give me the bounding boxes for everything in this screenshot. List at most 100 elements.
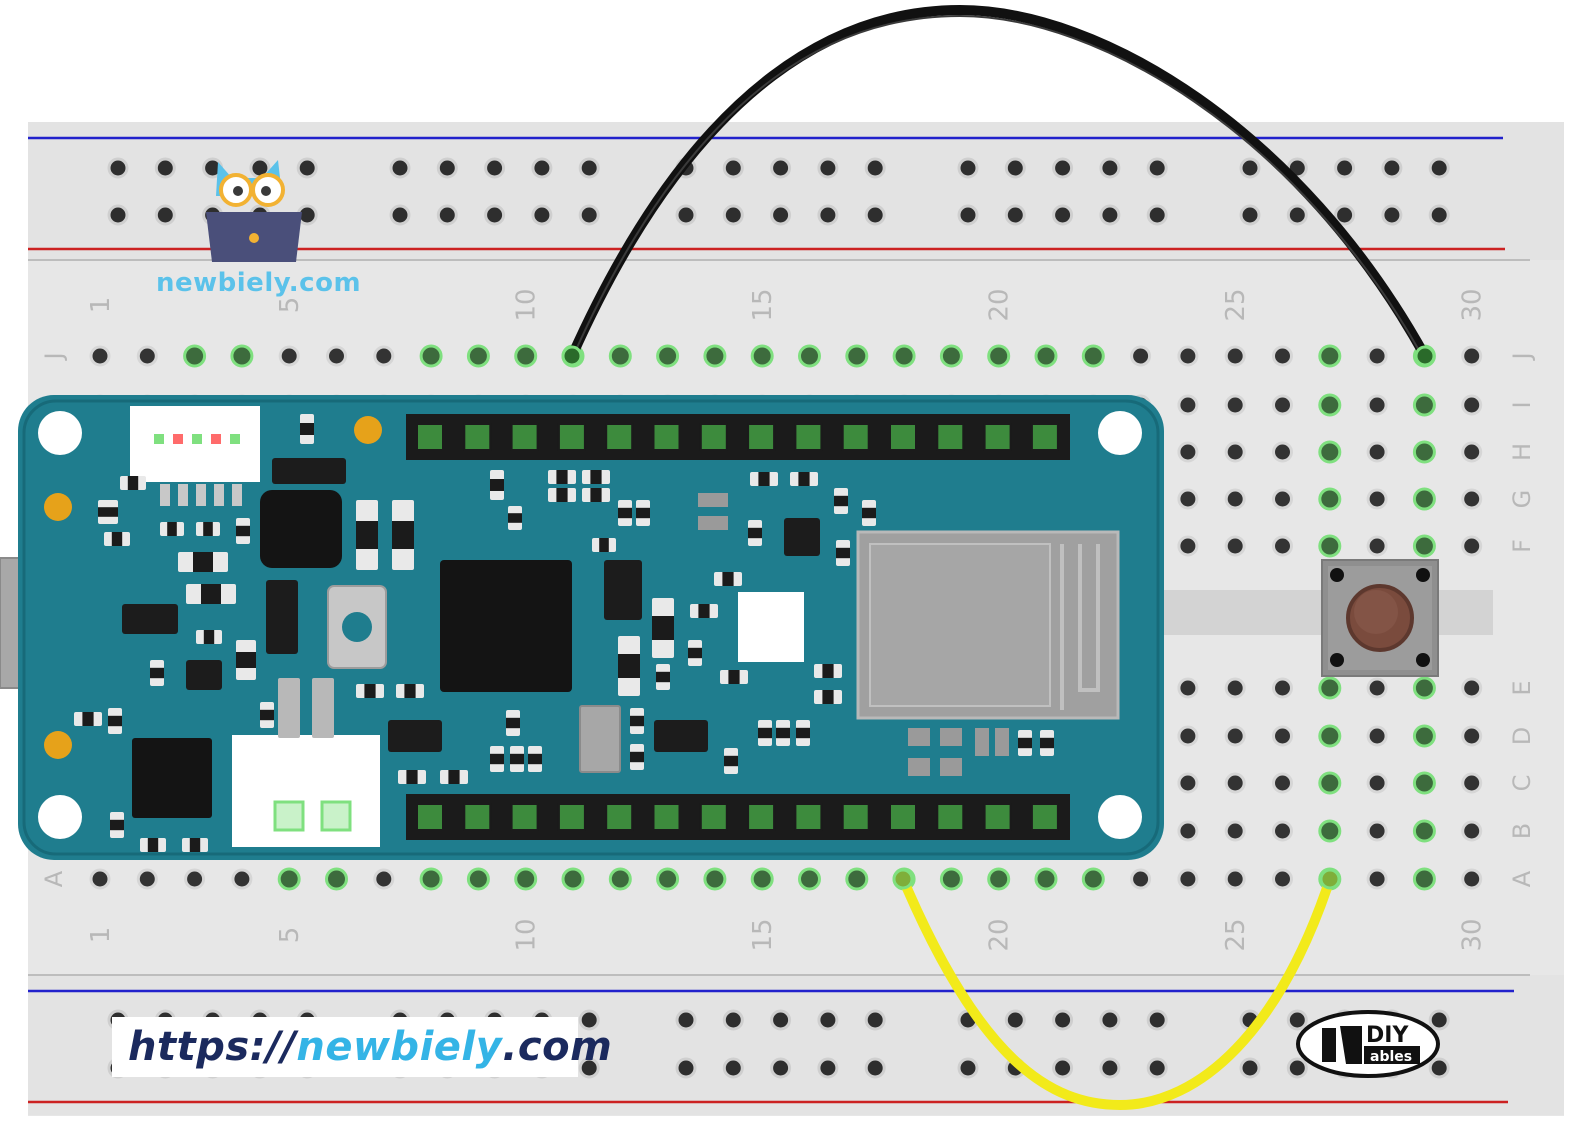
breadboard-hole [1224,394,1246,416]
header-pin [747,803,776,831]
header-pin [747,423,776,451]
breadboard-hole [1224,868,1246,890]
rail-hole [722,1057,744,1079]
antenna-connector [738,592,804,662]
rail-hole [722,157,744,179]
header-pin [416,423,444,451]
rail-hole [1052,1009,1074,1031]
rail-hole [436,157,458,179]
rail-hole [484,204,506,226]
rail-hole [722,204,744,226]
rail-hole [1099,157,1121,179]
arduino-mkr-board [0,395,1164,860]
bottom-header [406,794,1070,840]
header-pin [983,423,1012,451]
breadboard-hole [1177,441,1199,463]
header-pin [1030,423,1059,451]
row-letter: I [1508,401,1536,408]
top-header [406,414,1070,460]
smd-components [74,414,1054,852]
rail-hole [675,1057,697,1079]
column-number: 20 [985,918,1015,951]
rail-hole [817,157,839,179]
breadboard-hole [136,345,158,367]
breadboard-hole [1224,677,1246,699]
header-pin [936,423,965,451]
rail-hole [578,1009,600,1031]
breadboard-hole [1318,393,1342,417]
breadboard-hole [514,867,538,891]
breadboard-hole [750,867,774,891]
rail-hole [864,157,886,179]
url-tld: .com [502,1024,613,1070]
rail-hole [578,1057,600,1079]
row-letter: J [40,352,68,361]
rail-hole [722,1009,744,1031]
breadboard-hole [608,867,632,891]
header-pin [463,423,492,451]
row-letter: G [1508,490,1536,509]
rail-hole [484,157,506,179]
breadboard-hole [1224,535,1246,557]
breadboard-hole [419,344,443,368]
breadboard-hole [373,345,395,367]
breadboard-hole [1366,725,1388,747]
rail-hole [1428,157,1450,179]
column-number: 30 [1458,288,1488,321]
rail-hole [675,204,697,226]
breadboard-hole [1224,488,1246,510]
rail-hole [296,157,318,179]
breadboard-hole [1272,488,1293,510]
row-letter: B [1508,823,1536,839]
breadboard-hole [419,867,443,891]
black-wire-highlight [574,14,1421,353]
header-pin [652,423,681,451]
rail-hole [154,204,176,226]
breadboard-hole [987,867,1011,891]
rail-hole [957,204,979,226]
breadboard-hole [1366,394,1388,416]
rail-hole [578,157,600,179]
rail-hole [578,204,600,226]
breadboard-hole [1366,820,1388,842]
breadboard-hole [1318,487,1342,511]
breadboard-hole [1177,772,1199,794]
breadboard-hole [656,867,680,891]
rail-hole [389,204,411,226]
rail-hole [531,157,553,179]
breadboard-hole [1177,820,1199,842]
breadboard-hole [1177,868,1199,890]
rail-hole [389,157,411,179]
breadboard-hole [845,867,869,891]
header-pin [841,803,870,831]
breadboard-hole [1224,441,1246,463]
mount-hole [38,411,82,455]
column-number: 10 [512,288,542,321]
breadboard-hole [1412,534,1436,558]
breadboard-hole [1461,772,1483,794]
breadboard-hole [1366,535,1388,557]
rail-hole [1286,1057,1308,1079]
column-number: 20 [985,288,1015,321]
rail-hole [864,1009,886,1031]
rail-hole [1428,1009,1450,1031]
breadboard-hole [1412,440,1436,464]
breadboard-hole [1177,677,1199,699]
column-number: 5 [275,297,305,314]
diy-logo-text: DIY [1366,1023,1409,1048]
breadboard-hole [1412,393,1436,417]
header-pin [936,803,965,831]
breadboard-hole [1224,725,1246,747]
rail-hole [817,204,839,226]
rail-hole [1052,1057,1074,1079]
breadboard-hole [1461,868,1483,890]
rail-hole [957,157,979,179]
breadboard-hole [1461,725,1483,747]
breadboard-hole [1224,345,1246,367]
breadboard-hole [278,345,300,367]
breadboard-hole [1318,676,1342,700]
header-pins [416,423,1059,831]
rail-hole [1428,204,1450,226]
newbiely-logo-text: newbiely.com [156,268,362,298]
